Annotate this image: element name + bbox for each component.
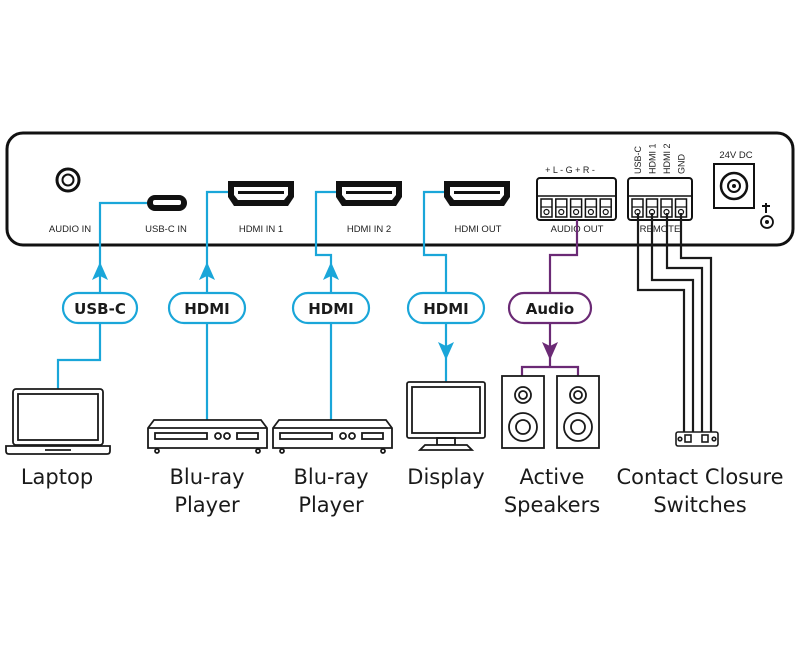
hdmi-in2-label: HDMI IN 2	[347, 224, 391, 235]
power-label: 24V DC	[719, 150, 752, 161]
device-label-bluray2-line1: Blu-ray	[293, 465, 368, 489]
audio-out-terminal-icon	[536, 177, 617, 221]
hdmi-out-port-icon	[444, 181, 510, 206]
terminal-pin	[555, 198, 568, 218]
contact-closure-switch-icon	[675, 431, 719, 447]
usbc-port-icon	[147, 195, 187, 211]
hdmi-out-label: HDMI OUT	[455, 224, 502, 235]
speaker-right-icon	[556, 375, 600, 449]
audio-out-pin-labels: + L - G + R -	[545, 165, 595, 175]
terminal-screw	[602, 208, 609, 216]
usbc-arrow-up-icon	[92, 262, 108, 280]
svg-text:HDMI: HDMI	[184, 300, 230, 318]
svg-text:USB-C: USB-C	[74, 300, 126, 318]
hdmi-in1-arrow-up-icon	[199, 262, 215, 280]
display-icon	[406, 381, 486, 451]
device-label-switches-line2: Switches	[653, 493, 746, 517]
remote-pin-labels: USB-C HDMI 1 HDMI 2 GND	[633, 143, 687, 174]
device-label-bluray1-line1: Blu-ray	[169, 465, 244, 489]
remote-pin-label: HDMI 1	[648, 143, 658, 174]
bluray-player-2-icon	[272, 419, 393, 454]
device-label-speakers-line1: Active	[520, 465, 585, 489]
hdmi-in2-arrow-up-icon	[323, 262, 339, 280]
device-label-display: Display	[407, 465, 484, 489]
remote-pin-label: GND	[677, 154, 687, 175]
hdmi-in1-label: HDMI IN 1	[239, 224, 283, 235]
hdmi-in1-port-icon	[228, 181, 294, 206]
terminal-screw	[558, 208, 565, 216]
terminal-pin	[584, 198, 598, 218]
laptop-icon	[5, 388, 111, 455]
pill-hdmi-in2: HDMI	[291, 291, 371, 325]
pill-hdmi-out: HDMI	[406, 291, 486, 325]
audio-in-jack-icon	[55, 167, 81, 193]
audio-in-label: AUDIO IN	[49, 224, 91, 235]
terminal-screw	[572, 208, 580, 216]
remote-label: REMOTE	[640, 224, 681, 235]
usbc-in-label: USB-C IN	[145, 224, 187, 235]
device-label-laptop: Laptop	[21, 465, 93, 489]
terminal-screw	[543, 208, 550, 216]
terminal-pin	[569, 198, 583, 218]
pill-usbc: USB-C	[61, 291, 139, 325]
bluray-player-1-icon	[147, 419, 268, 454]
device-label-speakers-line2: Speakers	[504, 493, 600, 517]
power-polarity-icon	[760, 203, 774, 229]
svg-text:HDMI: HDMI	[423, 300, 469, 318]
remote-pin-label: HDMI 2	[662, 143, 672, 174]
device-label-bluray2-line2: Player	[298, 493, 364, 517]
remote-cables	[636, 213, 713, 432]
pill-audio: Audio	[507, 291, 593, 325]
device-label-switches-line1: Contact Closure	[616, 465, 783, 489]
speaker-left-icon	[501, 375, 545, 449]
pill-hdmi-in1: HDMI	[167, 291, 247, 325]
svg-text:HDMI: HDMI	[308, 300, 354, 318]
svg-text:Audio: Audio	[526, 300, 574, 318]
terminal-pin	[599, 198, 612, 218]
terminal-screw	[587, 208, 595, 216]
usbc-cable	[56, 201, 147, 390]
terminal-pin	[540, 198, 553, 218]
remote-pin-label: USB-C	[633, 145, 643, 174]
hdmi-out-arrow-down-icon	[438, 342, 454, 360]
device-label-bluray1-line2: Player	[174, 493, 240, 517]
hdmi-in2-port-icon	[336, 181, 402, 206]
hdmi-in1-cable	[205, 190, 228, 420]
power-jack-icon	[713, 163, 755, 209]
audio-arrow-down-icon	[542, 342, 558, 360]
